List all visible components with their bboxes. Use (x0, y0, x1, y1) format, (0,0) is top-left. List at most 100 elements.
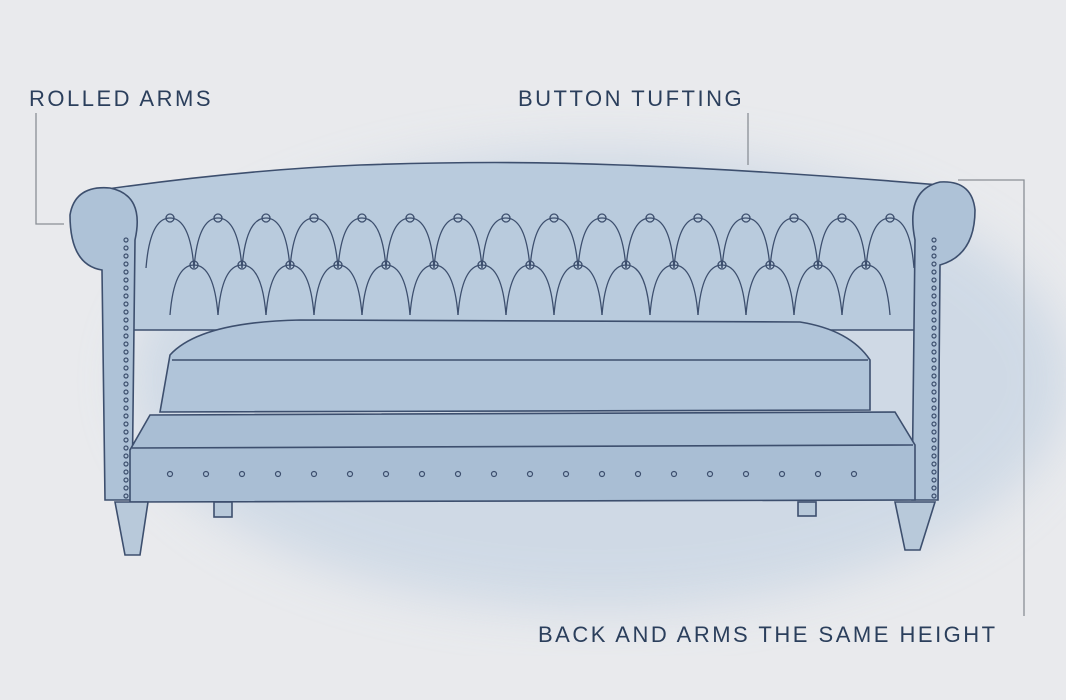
label-back-and-arms-same-height: BACK AND ARMS THE SAME HEIGHT (538, 622, 998, 647)
nailhead (931, 317, 937, 323)
nailhead (123, 405, 129, 411)
tuft-pleat (409, 264, 459, 316)
tuft-pleat (577, 217, 627, 269)
nailhead (931, 437, 937, 443)
nailhead (123, 477, 129, 483)
nailhead (490, 470, 498, 478)
nailhead (123, 253, 129, 259)
tuft-pleat (169, 264, 219, 316)
tuft-pleat (817, 217, 867, 269)
nailhead (634, 470, 642, 478)
tuft-pleat (865, 217, 915, 269)
nailhead (931, 485, 937, 491)
right-rolled-arm (911, 181, 976, 501)
nailhead (931, 309, 937, 315)
tuft-pleat (793, 264, 843, 316)
tuft-pleat (385, 217, 435, 269)
tuft-pleat (529, 217, 579, 269)
nailhead (123, 349, 129, 355)
nailhead (931, 293, 937, 299)
nailhead (931, 277, 937, 283)
nailhead (931, 333, 937, 339)
nailhead (382, 470, 390, 478)
nailhead-trim (123, 237, 937, 499)
nailhead (778, 470, 786, 478)
tuft-pleat (721, 217, 771, 269)
nailhead (931, 381, 937, 387)
nailhead (166, 470, 174, 478)
nailhead (123, 397, 129, 403)
tuft-pleat (673, 217, 723, 269)
tuft-pleat (769, 217, 819, 269)
tuft-pleat (289, 217, 339, 269)
nailhead (931, 237, 937, 243)
tuft-pleat (841, 264, 891, 316)
nailhead (931, 477, 937, 483)
tuft-pleat (433, 217, 483, 269)
nailhead (123, 445, 129, 451)
nailhead (562, 470, 570, 478)
tuft-pleat (505, 264, 555, 316)
sofa-back (99, 161, 941, 331)
nailhead (931, 245, 937, 251)
nailhead (931, 365, 937, 371)
nailhead (123, 301, 129, 307)
nailhead (123, 325, 129, 331)
nailhead (931, 349, 937, 355)
nailhead (123, 269, 129, 275)
nailhead (123, 333, 129, 339)
tuft-pleat (745, 264, 795, 316)
nailhead (931, 357, 937, 363)
nailhead (814, 470, 822, 478)
nailhead (931, 389, 937, 395)
nailhead (123, 381, 129, 387)
leader-back-and-arms (958, 179, 1025, 616)
nailhead (123, 317, 129, 323)
nailhead (123, 341, 129, 347)
right-leg (894, 501, 937, 551)
nailhead (123, 357, 129, 363)
nailhead (670, 470, 678, 478)
nailhead (598, 470, 606, 478)
tuft-pleat (337, 217, 387, 269)
nailhead (123, 389, 129, 395)
nailhead (310, 470, 318, 478)
nailhead (123, 485, 129, 491)
label-rolled-arms: ROLLED ARMS (29, 86, 213, 111)
nailhead (123, 453, 129, 459)
nailhead (931, 373, 937, 379)
nailhead (123, 309, 129, 315)
nailhead (742, 470, 750, 478)
nailhead (454, 470, 462, 478)
nailhead (418, 470, 426, 478)
nailhead (123, 293, 129, 299)
nailhead (931, 405, 937, 411)
nailhead (123, 277, 129, 283)
sofa-base (129, 411, 916, 503)
nailhead (931, 445, 937, 451)
tuft-pleat (649, 264, 699, 316)
nailhead (346, 470, 354, 478)
button-tufting (145, 213, 915, 316)
nailhead (123, 461, 129, 467)
leader-lines (35, 113, 1025, 616)
left-rolled-arm (69, 186, 139, 501)
tuft-pleat (625, 217, 675, 269)
nailhead (931, 429, 937, 435)
tuft-pleat (601, 264, 651, 316)
nailhead (931, 413, 937, 419)
nailhead (931, 461, 937, 467)
seat-cushion (159, 319, 871, 413)
nailhead (931, 493, 937, 499)
nailhead (123, 373, 129, 379)
left-leg (114, 501, 149, 556)
nailhead (123, 285, 129, 291)
nailhead (526, 470, 534, 478)
nailhead (202, 470, 210, 478)
nailhead (706, 470, 714, 478)
nailhead (931, 421, 937, 427)
nailhead (931, 253, 937, 259)
nailhead (123, 413, 129, 419)
nailhead (123, 245, 129, 251)
nailhead (238, 470, 246, 478)
